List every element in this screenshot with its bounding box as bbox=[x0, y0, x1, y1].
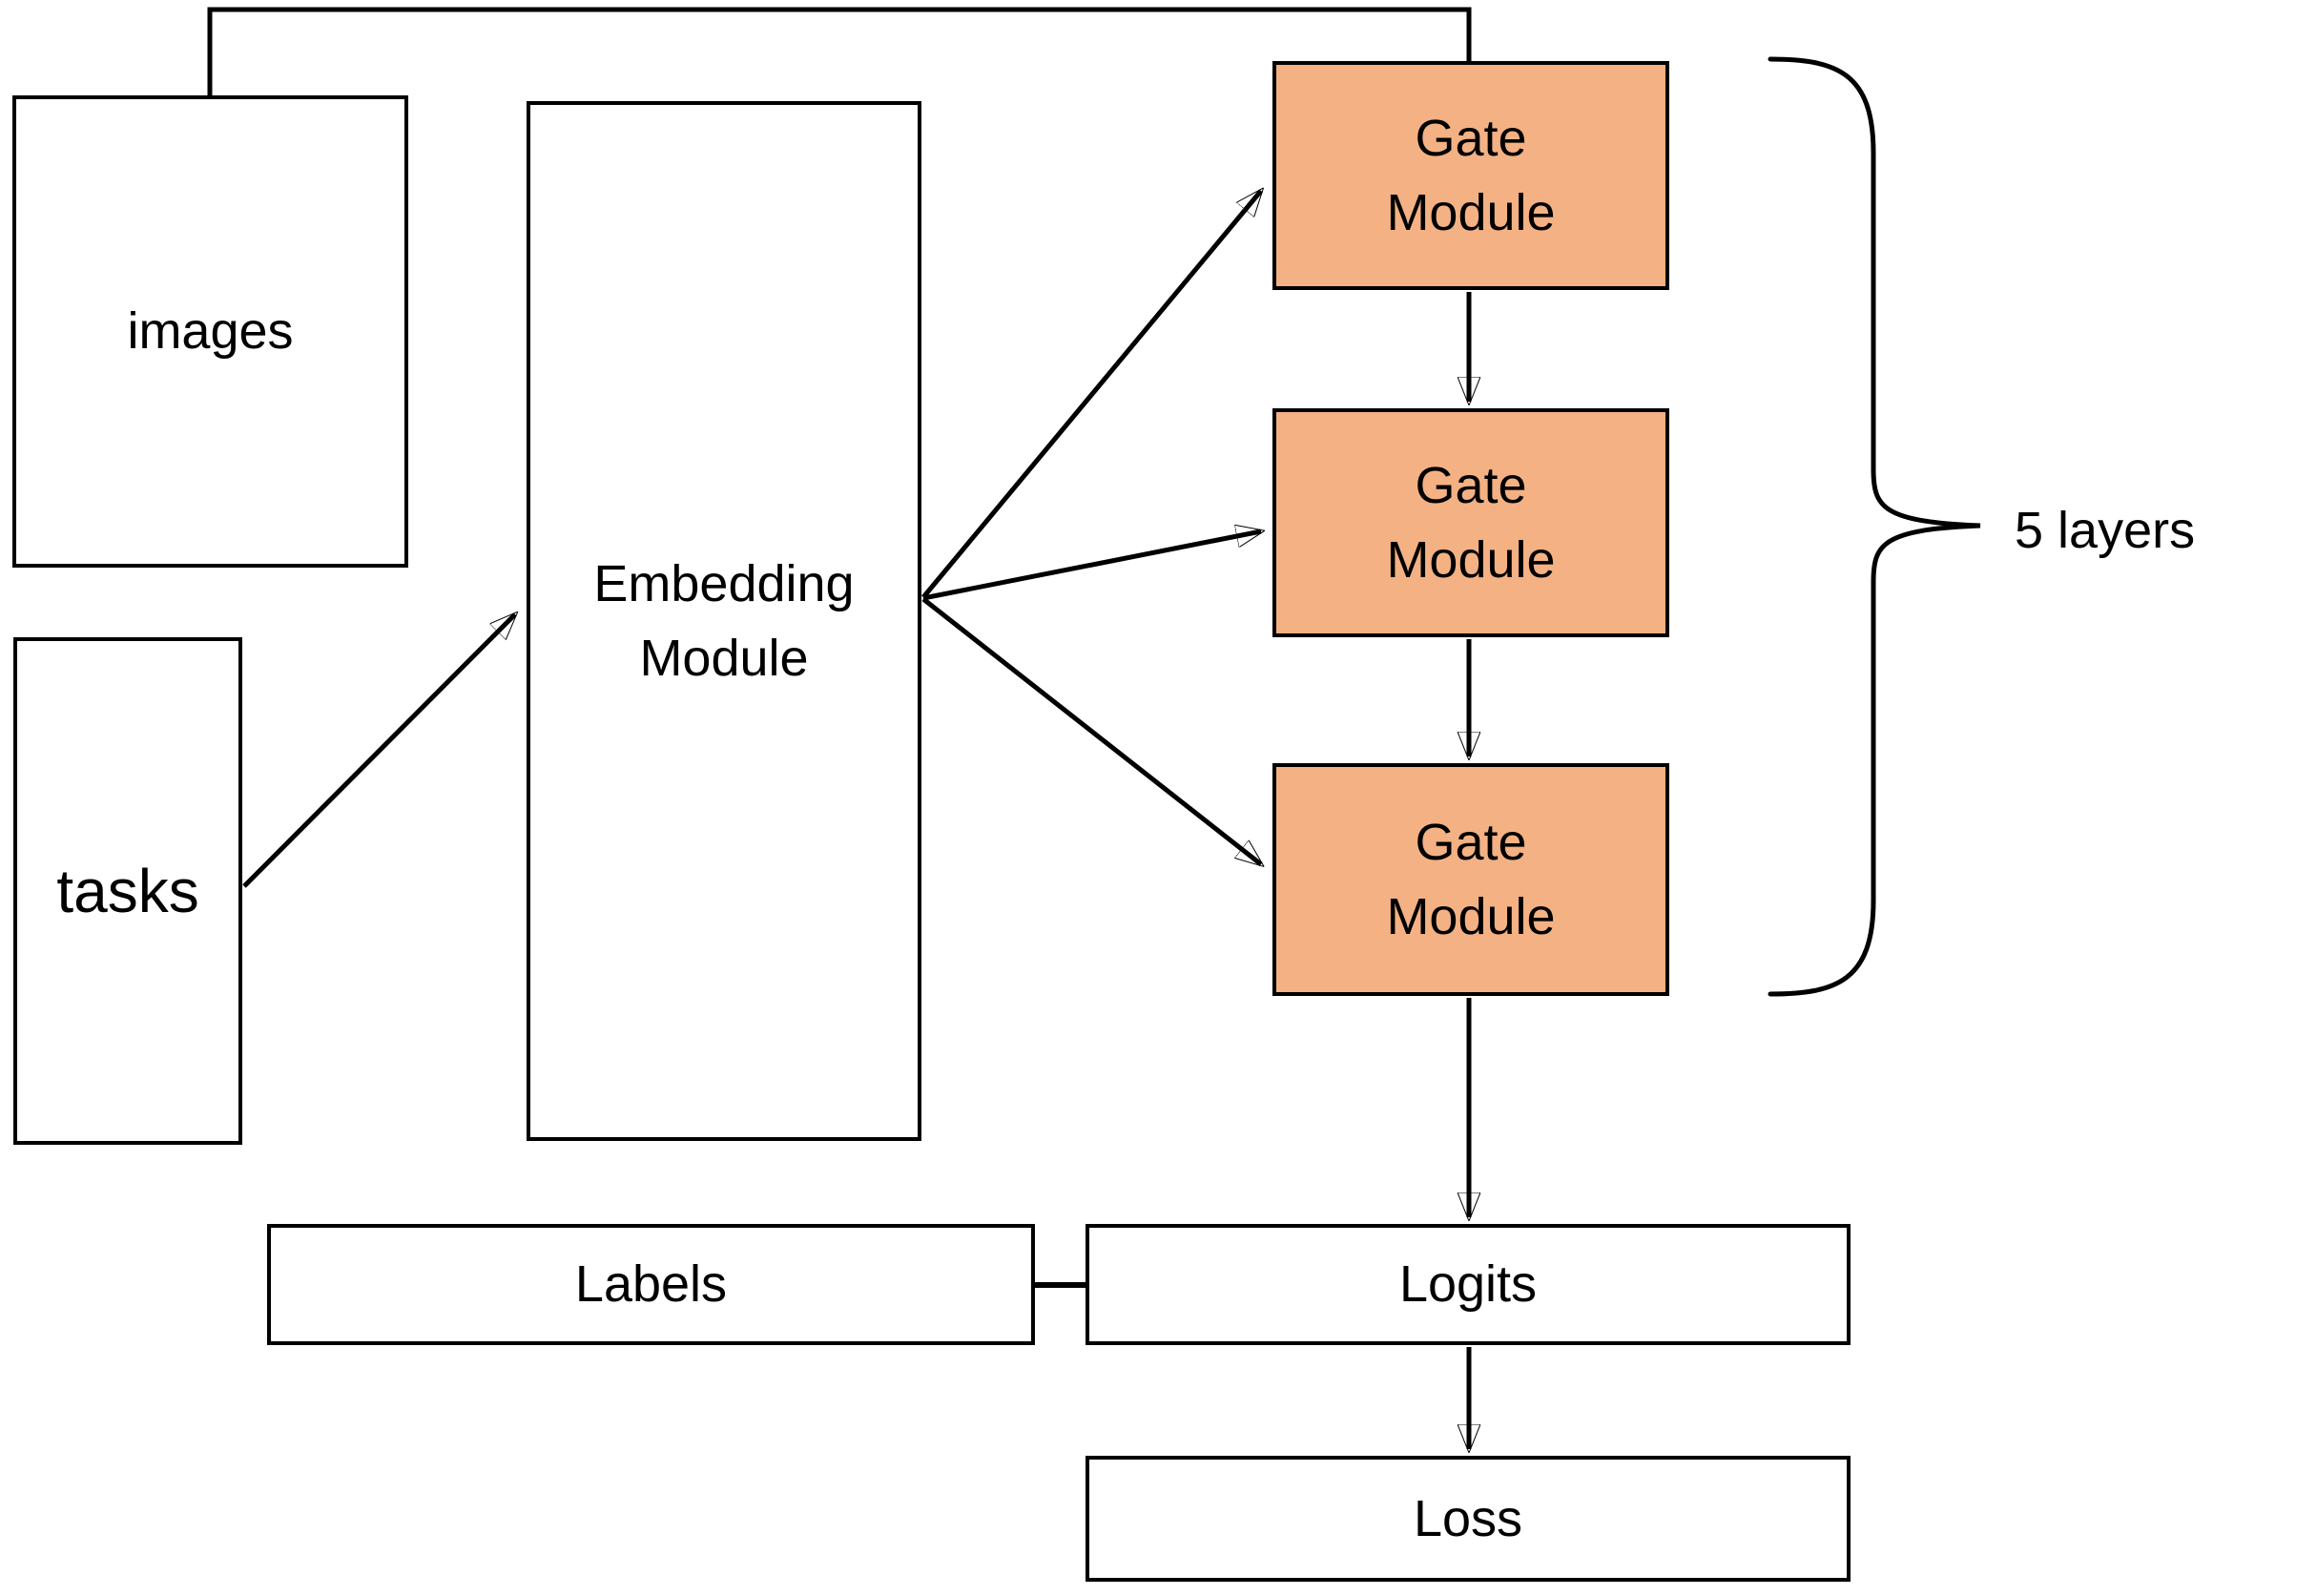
loss-label: Loss bbox=[1413, 1489, 1523, 1547]
images-label: images bbox=[127, 302, 294, 361]
layers-count-annotation: 5 layers bbox=[2015, 502, 2196, 559]
tasks-box: tasks bbox=[13, 637, 242, 1145]
embedding-module-label: Embedding Module bbox=[593, 554, 855, 687]
images-box: images bbox=[12, 95, 408, 568]
tasks-label: tasks bbox=[56, 856, 199, 925]
loss-box: Loss bbox=[1086, 1456, 1851, 1582]
embedding-to-gate3-arrow bbox=[921, 597, 1261, 864]
labels-box: Labels bbox=[267, 1224, 1035, 1345]
embedding-to-gate2-arrow bbox=[922, 531, 1261, 601]
tasks-to-embedding-arrow bbox=[242, 614, 515, 888]
logits-label: Logits bbox=[1398, 1255, 1538, 1314]
gate-module-box-2: Gate Module bbox=[1272, 408, 1669, 637]
curly-brace bbox=[1768, 56, 1981, 997]
gate-module-label-3: Gate Module bbox=[1386, 813, 1556, 945]
embedding-to-gate1-arrow bbox=[921, 191, 1261, 599]
gate-module-label-1: Gate Module bbox=[1386, 109, 1556, 241]
embedding-module-box: Embedding Module bbox=[527, 101, 921, 1141]
gate-module-box-3: Gate Module bbox=[1272, 763, 1669, 996]
gate-module-box-1: Gate Module bbox=[1272, 61, 1669, 290]
labels-label: Labels bbox=[574, 1255, 728, 1314]
gate-module-label-2: Gate Module bbox=[1386, 456, 1556, 589]
logits-box: Logits bbox=[1086, 1224, 1851, 1345]
